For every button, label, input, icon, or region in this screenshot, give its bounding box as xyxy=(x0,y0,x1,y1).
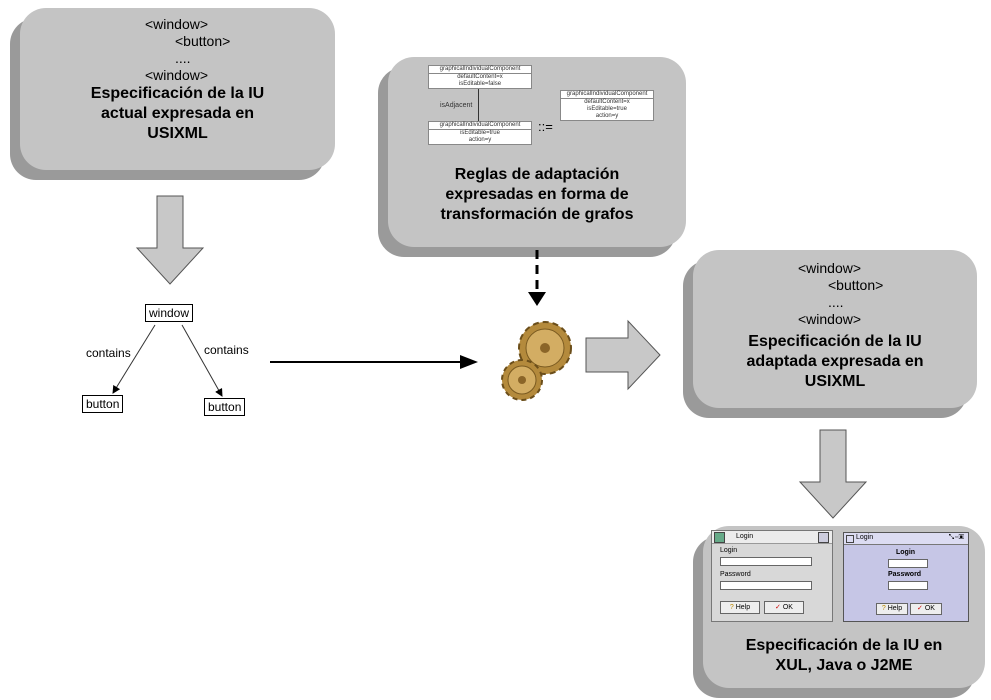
xul-ok-button: ✓ OK xyxy=(764,601,804,614)
help-label: Help xyxy=(887,605,903,612)
java-password-label: Password xyxy=(888,571,922,578)
graph-to-engine-arrow-head xyxy=(460,355,478,369)
xul-toolbar: Login xyxy=(712,531,832,544)
java-window-title: Login xyxy=(856,534,874,541)
xul-help-button: ? Help xyxy=(720,601,760,614)
ok-label: OK xyxy=(782,604,793,611)
component-attr: isEditable=false xyxy=(458,81,502,87)
component-attr: defaultContent=x xyxy=(584,99,630,105)
rule-edge-label: isAdjacent xyxy=(440,102,473,109)
xul-app-icon xyxy=(714,532,725,543)
component-header: graphicalIndividualComponent xyxy=(429,66,531,74)
box-title-line: adaptada expresada en xyxy=(746,353,924,370)
box-title-line: Reglas de adaptación xyxy=(454,166,620,183)
java-login-window: Login ⤡▫▣ Login Password ? Help ✓ OK xyxy=(843,532,969,622)
xul-login-label: Login xyxy=(720,547,738,554)
component-header: graphicalIndividualComponent xyxy=(429,122,531,130)
component-attr: isEditable=true xyxy=(587,106,627,112)
ok-label: OK xyxy=(924,605,935,612)
box-title-line: Especificación de la IU xyxy=(748,333,922,350)
component-attr: defaultContent=x xyxy=(457,74,503,80)
down-arrow-2 xyxy=(798,429,868,519)
java-help-button: ? Help xyxy=(876,603,908,615)
box-title-line: actual expresada en xyxy=(101,105,254,122)
box-title-line: USIXML xyxy=(147,125,208,142)
graph-window-node: window xyxy=(145,304,194,322)
check-icon: ✓ xyxy=(775,604,781,611)
java-title-bar: Login ⤡▫▣ xyxy=(844,533,968,545)
xul-login-window: Login Login Password ? Help ✓ OK xyxy=(711,530,833,622)
rule-edge-line xyxy=(478,89,479,121)
code-line: <window> xyxy=(145,16,209,32)
xul-login-field xyxy=(720,557,812,566)
xul-password-label: Password xyxy=(720,571,751,578)
component-attr: action=y xyxy=(595,113,619,119)
help-label: Help xyxy=(735,604,751,611)
graph-edge-label-left: contains xyxy=(86,346,131,360)
box-title-line: Especificación de la IU xyxy=(90,85,265,102)
graph-button-node-right: button xyxy=(204,398,246,416)
java-window-controls-icon: ⤡▫▣ xyxy=(948,534,965,541)
graph-edge-left xyxy=(112,324,156,394)
rule-component-bottom: graphicalIndividualComponent isEditable=… xyxy=(428,121,532,145)
code-line: <button> xyxy=(828,277,884,293)
code-line: <window> xyxy=(145,67,209,83)
adapted-ui-spec-box: <window> <button> .... <window> Especifi… xyxy=(693,250,977,408)
right-arrow xyxy=(585,319,661,391)
xul-close-icon xyxy=(818,532,829,543)
graph-edge-label-right: contains xyxy=(204,343,249,357)
help-icon: ? xyxy=(729,604,734,611)
check-icon: ✓ xyxy=(917,605,923,612)
box-title-line: Especificación de la IU en xyxy=(745,637,943,654)
dashed-arrow-head xyxy=(528,292,546,306)
java-window-icon xyxy=(846,535,854,543)
box-title-line: transformación de grafos xyxy=(440,206,634,223)
java-login-field xyxy=(888,559,928,568)
java-login-label: Login xyxy=(896,549,916,556)
current-ui-spec-box: <window> <button> .... <window> Especifi… xyxy=(20,8,335,170)
box-title-line: USIXML xyxy=(804,373,866,390)
component-header: graphicalIndividualComponent xyxy=(561,91,653,99)
code-line: <window> xyxy=(798,311,862,327)
code-line: .... xyxy=(175,50,191,66)
rule-operator: ::= xyxy=(538,119,553,134)
code-line: <button> xyxy=(175,33,231,49)
code-line: <window> xyxy=(798,260,862,276)
adaptation-rules-box: graphicalIndividualComponent defaultCont… xyxy=(388,57,686,247)
rule-component-top: graphicalIndividualComponent defaultCont… xyxy=(428,65,532,89)
component-attr: isEditable=true xyxy=(460,130,500,136)
box-title-line: XUL, Java o J2ME xyxy=(775,657,913,674)
xul-login-tab: Login xyxy=(736,533,754,540)
graph-edge-right xyxy=(181,324,223,397)
box-title-line: expresadas en forma de xyxy=(445,186,629,203)
java-ok-button: ✓ OK xyxy=(910,603,942,615)
rule-component-right: graphicalIndividualComponent defaultCont… xyxy=(560,90,654,121)
gears-icon xyxy=(501,321,572,401)
code-line: .... xyxy=(828,294,844,310)
help-icon: ? xyxy=(881,605,886,612)
final-ui-spec-box: Login Login Password ? Help ✓ OK Login ⤡… xyxy=(703,526,985,688)
down-arrow-1 xyxy=(135,195,205,285)
component-attr: action=y xyxy=(468,137,492,143)
java-password-field xyxy=(888,581,928,590)
graph-button-node-left: button xyxy=(82,395,124,413)
xul-password-field xyxy=(720,581,812,590)
